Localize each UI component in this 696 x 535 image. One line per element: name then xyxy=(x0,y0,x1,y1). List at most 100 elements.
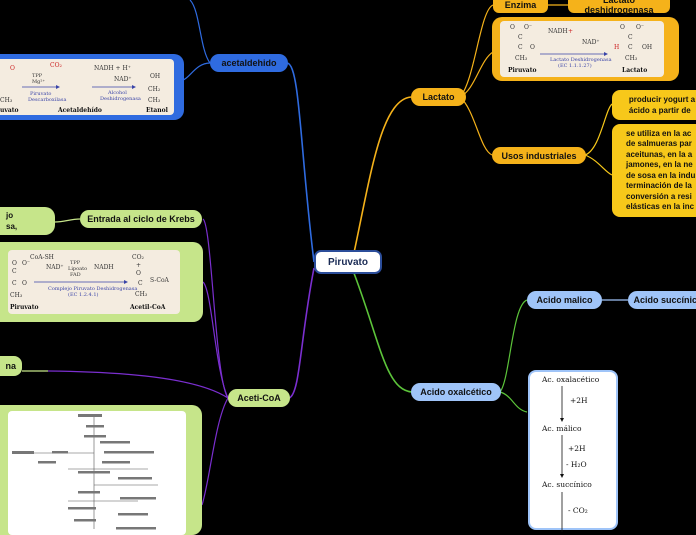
salmueras-line: elásticas en la inc xyxy=(626,202,695,211)
line-center-oxalacetico xyxy=(351,267,413,393)
image-lactato-reaction[interactable]: O O⁻ C C O CH₃ NADH + NAD⁺ Lactato Deshi… xyxy=(492,17,679,81)
chem-text: O xyxy=(136,270,141,277)
image-krebs-paper xyxy=(8,411,186,535)
salmueras-line: conversión a resi xyxy=(626,191,692,201)
line-oxalacetico-steps xyxy=(499,391,528,413)
line-acetil-krebs xyxy=(202,218,229,399)
krebs-left-text: jo sa, xyxy=(0,210,17,232)
krebs-left-line: jo xyxy=(6,211,14,220)
chem-text: CH₂ xyxy=(148,86,161,93)
node-salmueras[interactable]: se utiliza en la ac de salmueras par ace… xyxy=(612,124,696,217)
chem-text: O⁻ xyxy=(22,260,31,267)
chem-text: Lactato xyxy=(622,67,648,74)
chem-text: CH₃ xyxy=(625,55,638,62)
chem-text: Etanol xyxy=(146,107,168,114)
central-node-piruvato[interactable]: Piruvato xyxy=(314,250,382,274)
chem-text: (EC 1.2.4.1) xyxy=(68,292,99,298)
yogurt-line: producir yogurt a xyxy=(628,95,696,104)
krebs-left-line: sa, xyxy=(6,222,18,231)
chem-text: Complejo Piruvato Deshidrogenasa xyxy=(48,286,138,292)
node-lactato[interactable]: Lactato xyxy=(411,88,466,106)
chem-text: Piruvato xyxy=(508,67,537,74)
chem-text: + xyxy=(568,28,574,35)
line-acetil-na xyxy=(47,370,229,399)
image-oxalacetico-steps[interactable]: Ac. oxalacético +2H Ac. málico +2H - H₂O… xyxy=(528,370,618,532)
chem-text: O xyxy=(22,280,27,287)
node-acido-oxalacetico[interactable]: Acido oxalcético xyxy=(411,383,501,401)
arrow-icon xyxy=(22,85,136,89)
line-lactato-enzima xyxy=(459,4,494,98)
node-acetaldehido[interactable]: acetaldehido xyxy=(210,54,288,72)
chem-text: OH xyxy=(642,44,653,51)
step-name: Ac. málico xyxy=(542,424,582,433)
yogurt-text: producir yogurt a ácido a partir de xyxy=(619,94,695,116)
chem-text: Piruvato xyxy=(10,304,39,311)
line-acetil-img xyxy=(202,281,229,399)
line-center-lactato xyxy=(351,96,412,263)
chem-text: Mg²⁺ xyxy=(32,79,45,85)
image-acetaldehido-paper: O CO₂ TPP Mg²⁺ Piruvato Descarboxilasa N… xyxy=(0,59,174,115)
salmueras-line: se utiliza en la ac xyxy=(626,128,692,138)
chem-text: CH₃ xyxy=(148,97,161,104)
chem-text: O xyxy=(12,260,17,267)
arrow-icon xyxy=(560,386,564,532)
chem-text: C xyxy=(138,280,143,287)
salmueras-line: jamones, en la ne xyxy=(626,160,693,169)
chem-text: OH xyxy=(150,73,161,80)
chem-text: Lactato Deshidrogenasa xyxy=(550,57,612,63)
line-lactato-usos xyxy=(459,96,493,156)
chem-text: Acetil-CoA xyxy=(130,304,166,311)
node-krebs-left[interactable]: jo sa, xyxy=(0,207,55,235)
step-arrow-label: - H₂O xyxy=(566,460,587,469)
pathway-diagram-icon xyxy=(12,414,158,530)
image-acetil-coa-reaction[interactable]: CoA-SH NAD⁺ TPP Lipoato FAD NADH CO₂ + O… xyxy=(0,242,203,322)
chem-text: S-CoA xyxy=(150,277,169,284)
line-center-acetaldehido xyxy=(286,62,315,263)
image-acetil-paper: CoA-SH NAD⁺ TPP Lipoato FAD NADH CO₂ + O… xyxy=(8,250,180,314)
chem-text: CO₂ xyxy=(50,62,62,69)
node-usos-industriales[interactable]: Usos industriales xyxy=(492,147,586,164)
image-lactato-paper: O O⁻ C C O CH₃ NADH + NAD⁺ Lactato Deshi… xyxy=(500,21,664,77)
chem-text: Alcohol xyxy=(108,90,127,96)
chem-text: O⁻ xyxy=(524,24,533,31)
node-acetil-coa[interactable]: Aceti-CoA xyxy=(228,389,290,407)
node-entrada-ciclo-krebs[interactable]: Entrada al ciclo de Krebs xyxy=(80,210,202,228)
image-acetaldehido-reaction[interactable]: O CO₂ TPP Mg²⁺ Piruvato Descarboxilasa N… xyxy=(0,54,184,120)
chem-text: H xyxy=(614,44,620,51)
salmueras-line: de sosa en la indu xyxy=(626,170,696,180)
chem-text: O⁻ xyxy=(636,24,645,31)
chem-text: TPP xyxy=(32,73,43,79)
node-lactato-deshidrogenasa[interactable]: Lactato deshidrogenasa xyxy=(568,0,670,15)
chem-text: NADH xyxy=(94,264,114,271)
chem-text: CH₃ xyxy=(135,291,148,298)
salmueras-line: de salmueras par xyxy=(626,139,692,148)
node-left-na[interactable]: na xyxy=(0,356,22,376)
line-usos-salmuera xyxy=(584,154,613,176)
node-acido-malico[interactable]: Acido malico xyxy=(527,291,602,309)
chem-text: O xyxy=(530,44,535,51)
image-krebs-cycle-detail[interactable] xyxy=(0,405,202,535)
chem-text: C xyxy=(628,34,633,41)
chem-text: Deshidrogenasa xyxy=(100,96,141,102)
chem-text: O xyxy=(620,24,625,31)
line-acetaldehido-top xyxy=(189,0,211,64)
chem-text: CH₃ xyxy=(10,292,23,299)
step-arrow-label: - CO₂ xyxy=(568,506,588,515)
node-enzima[interactable]: Enzima xyxy=(493,0,548,13)
node-producir-yogurt[interactable]: producir yogurt a ácido a partir de xyxy=(612,90,696,120)
step-arrow-label: +2H xyxy=(570,396,588,405)
node-acido-succinico[interactable]: Acido succínico xyxy=(628,291,696,309)
chem-text: O xyxy=(510,24,515,31)
salmueras-line: terminación de la xyxy=(626,181,692,190)
chem-text: O xyxy=(10,65,15,72)
chem-text: CH₃ xyxy=(0,97,13,104)
chem-text: CO₂ xyxy=(132,254,144,261)
line-acetaldehido-left xyxy=(182,62,211,81)
chem-text: TPP xyxy=(70,260,81,266)
step-name: Ac. oxalacético xyxy=(542,375,600,384)
chem-text: uvato xyxy=(0,107,19,114)
chem-text: C xyxy=(518,44,523,51)
line-oxalacetico-malico xyxy=(499,299,528,393)
chem-text: Lipoato xyxy=(68,266,88,272)
chem-text: CoA-SH xyxy=(30,254,54,261)
